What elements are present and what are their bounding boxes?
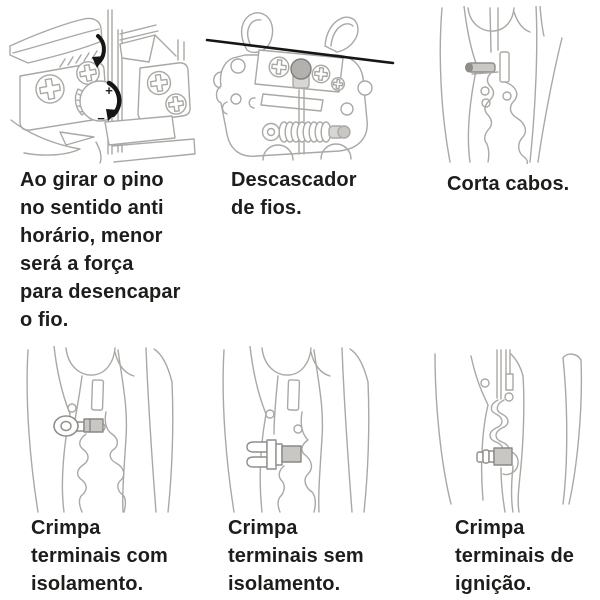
illustration-cable-cutter — [428, 6, 576, 164]
caption-line: Corta cabos. — [447, 173, 570, 195]
ring-terminal — [53, 415, 104, 437]
illustration-crimp-insulated — [22, 346, 177, 514]
caption-line: ignição. — [455, 573, 532, 595]
illustration-crimp-uninsulated — [218, 346, 373, 514]
caption-wire-stripper: Descascador de fios. — [231, 166, 357, 222]
caption-line: no sentido anti — [20, 197, 164, 219]
cable-piece — [465, 62, 496, 73]
knob-plus-label: + — [105, 83, 113, 98]
caption-pin-adjust: Ao girar o pino no sentido anti horário,… — [20, 166, 180, 334]
caption-crimp-uninsulated: Crimpa terminais sem isolamento. — [228, 514, 364, 598]
caption-line: Crimpa — [228, 517, 298, 539]
knob-rotation-arrow-icon — [106, 80, 122, 121]
caption-line: será a força — [20, 253, 134, 275]
caption-line: de fios. — [231, 197, 302, 219]
caption-line: terminais com — [31, 545, 168, 567]
return-spring — [261, 121, 351, 143]
serration-teeth — [59, 50, 98, 68]
knob-minus-label: − — [97, 111, 105, 126]
caption-line: Crimpa — [31, 517, 101, 539]
rotation-arrow-icon — [92, 34, 106, 68]
caption-line: Descascador — [231, 169, 357, 191]
caption-line: o fio. — [20, 309, 69, 331]
caption-line: terminais de — [455, 545, 575, 567]
caption-crimp-insulated: Crimpa terminais com isolamento. — [31, 514, 168, 598]
wire-line — [205, 38, 395, 65]
caption-line: isolamento. — [31, 573, 144, 595]
fork-terminal — [246, 439, 302, 470]
caption-line: isolamento. — [228, 573, 341, 595]
illustration-crimp-ignition — [425, 346, 583, 514]
illustration-wire-stripper — [205, 6, 395, 161]
phillips-screw-icon — [330, 76, 346, 92]
caption-cable-cutter: Corta cabos. — [447, 170, 569, 198]
ignition-terminal — [476, 447, 513, 466]
caption-line: horário, menor — [20, 225, 163, 247]
caption-line: para desencapar — [20, 281, 181, 303]
caption-crimp-ignition: Crimpa terminais de ignição. — [455, 514, 574, 598]
caption-line: Ao girar o pino — [20, 169, 164, 191]
stripper-pin — [290, 58, 312, 89]
caption-line: terminais sem — [228, 545, 364, 567]
illustration-pin-adjust: + − — [8, 4, 198, 164]
caption-line: Crimpa — [455, 517, 525, 539]
